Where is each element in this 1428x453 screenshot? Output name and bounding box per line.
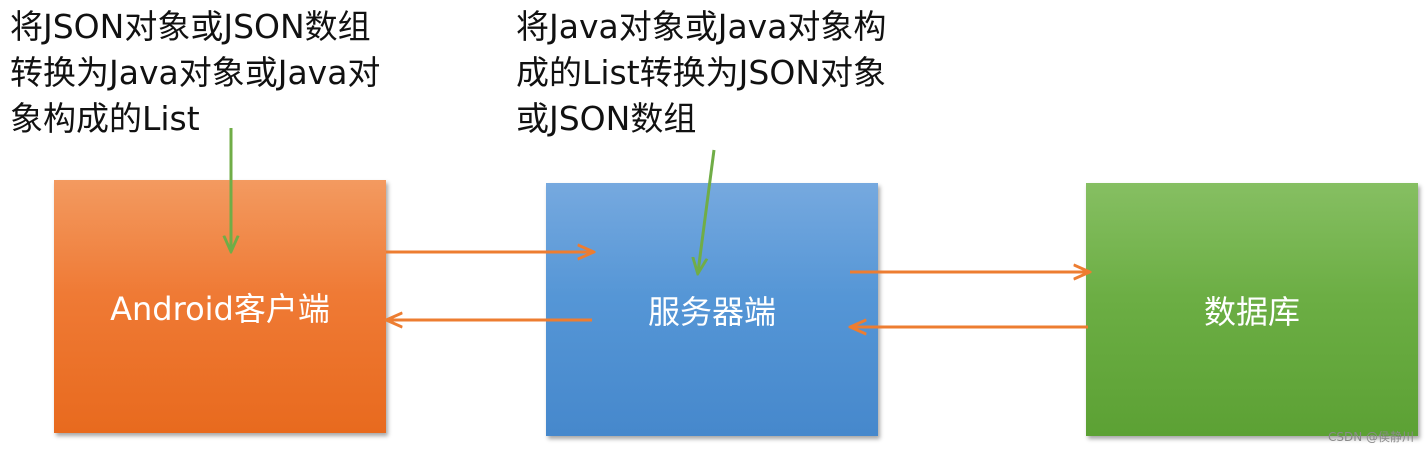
android-client-label: Android客户端 bbox=[110, 289, 330, 328]
server-conversion-note: 将Java对象或Java对象构 成的List转换为JSON对象 或JSON数组 bbox=[516, 7, 887, 138]
android-client-box: Android客户端 bbox=[54, 180, 386, 433]
csdn-watermark: CSDN @侯静川 bbox=[1327, 430, 1414, 444]
server-label: 服务器端 bbox=[647, 292, 776, 331]
database-box: 数据库 bbox=[1086, 183, 1418, 436]
server-box: 服务器端 bbox=[546, 183, 878, 436]
client-conversion-note: 将JSON对象或JSON数组 转换为Java对象或Java对 象构成的List bbox=[10, 7, 381, 138]
database-label: 数据库 bbox=[1203, 292, 1300, 331]
